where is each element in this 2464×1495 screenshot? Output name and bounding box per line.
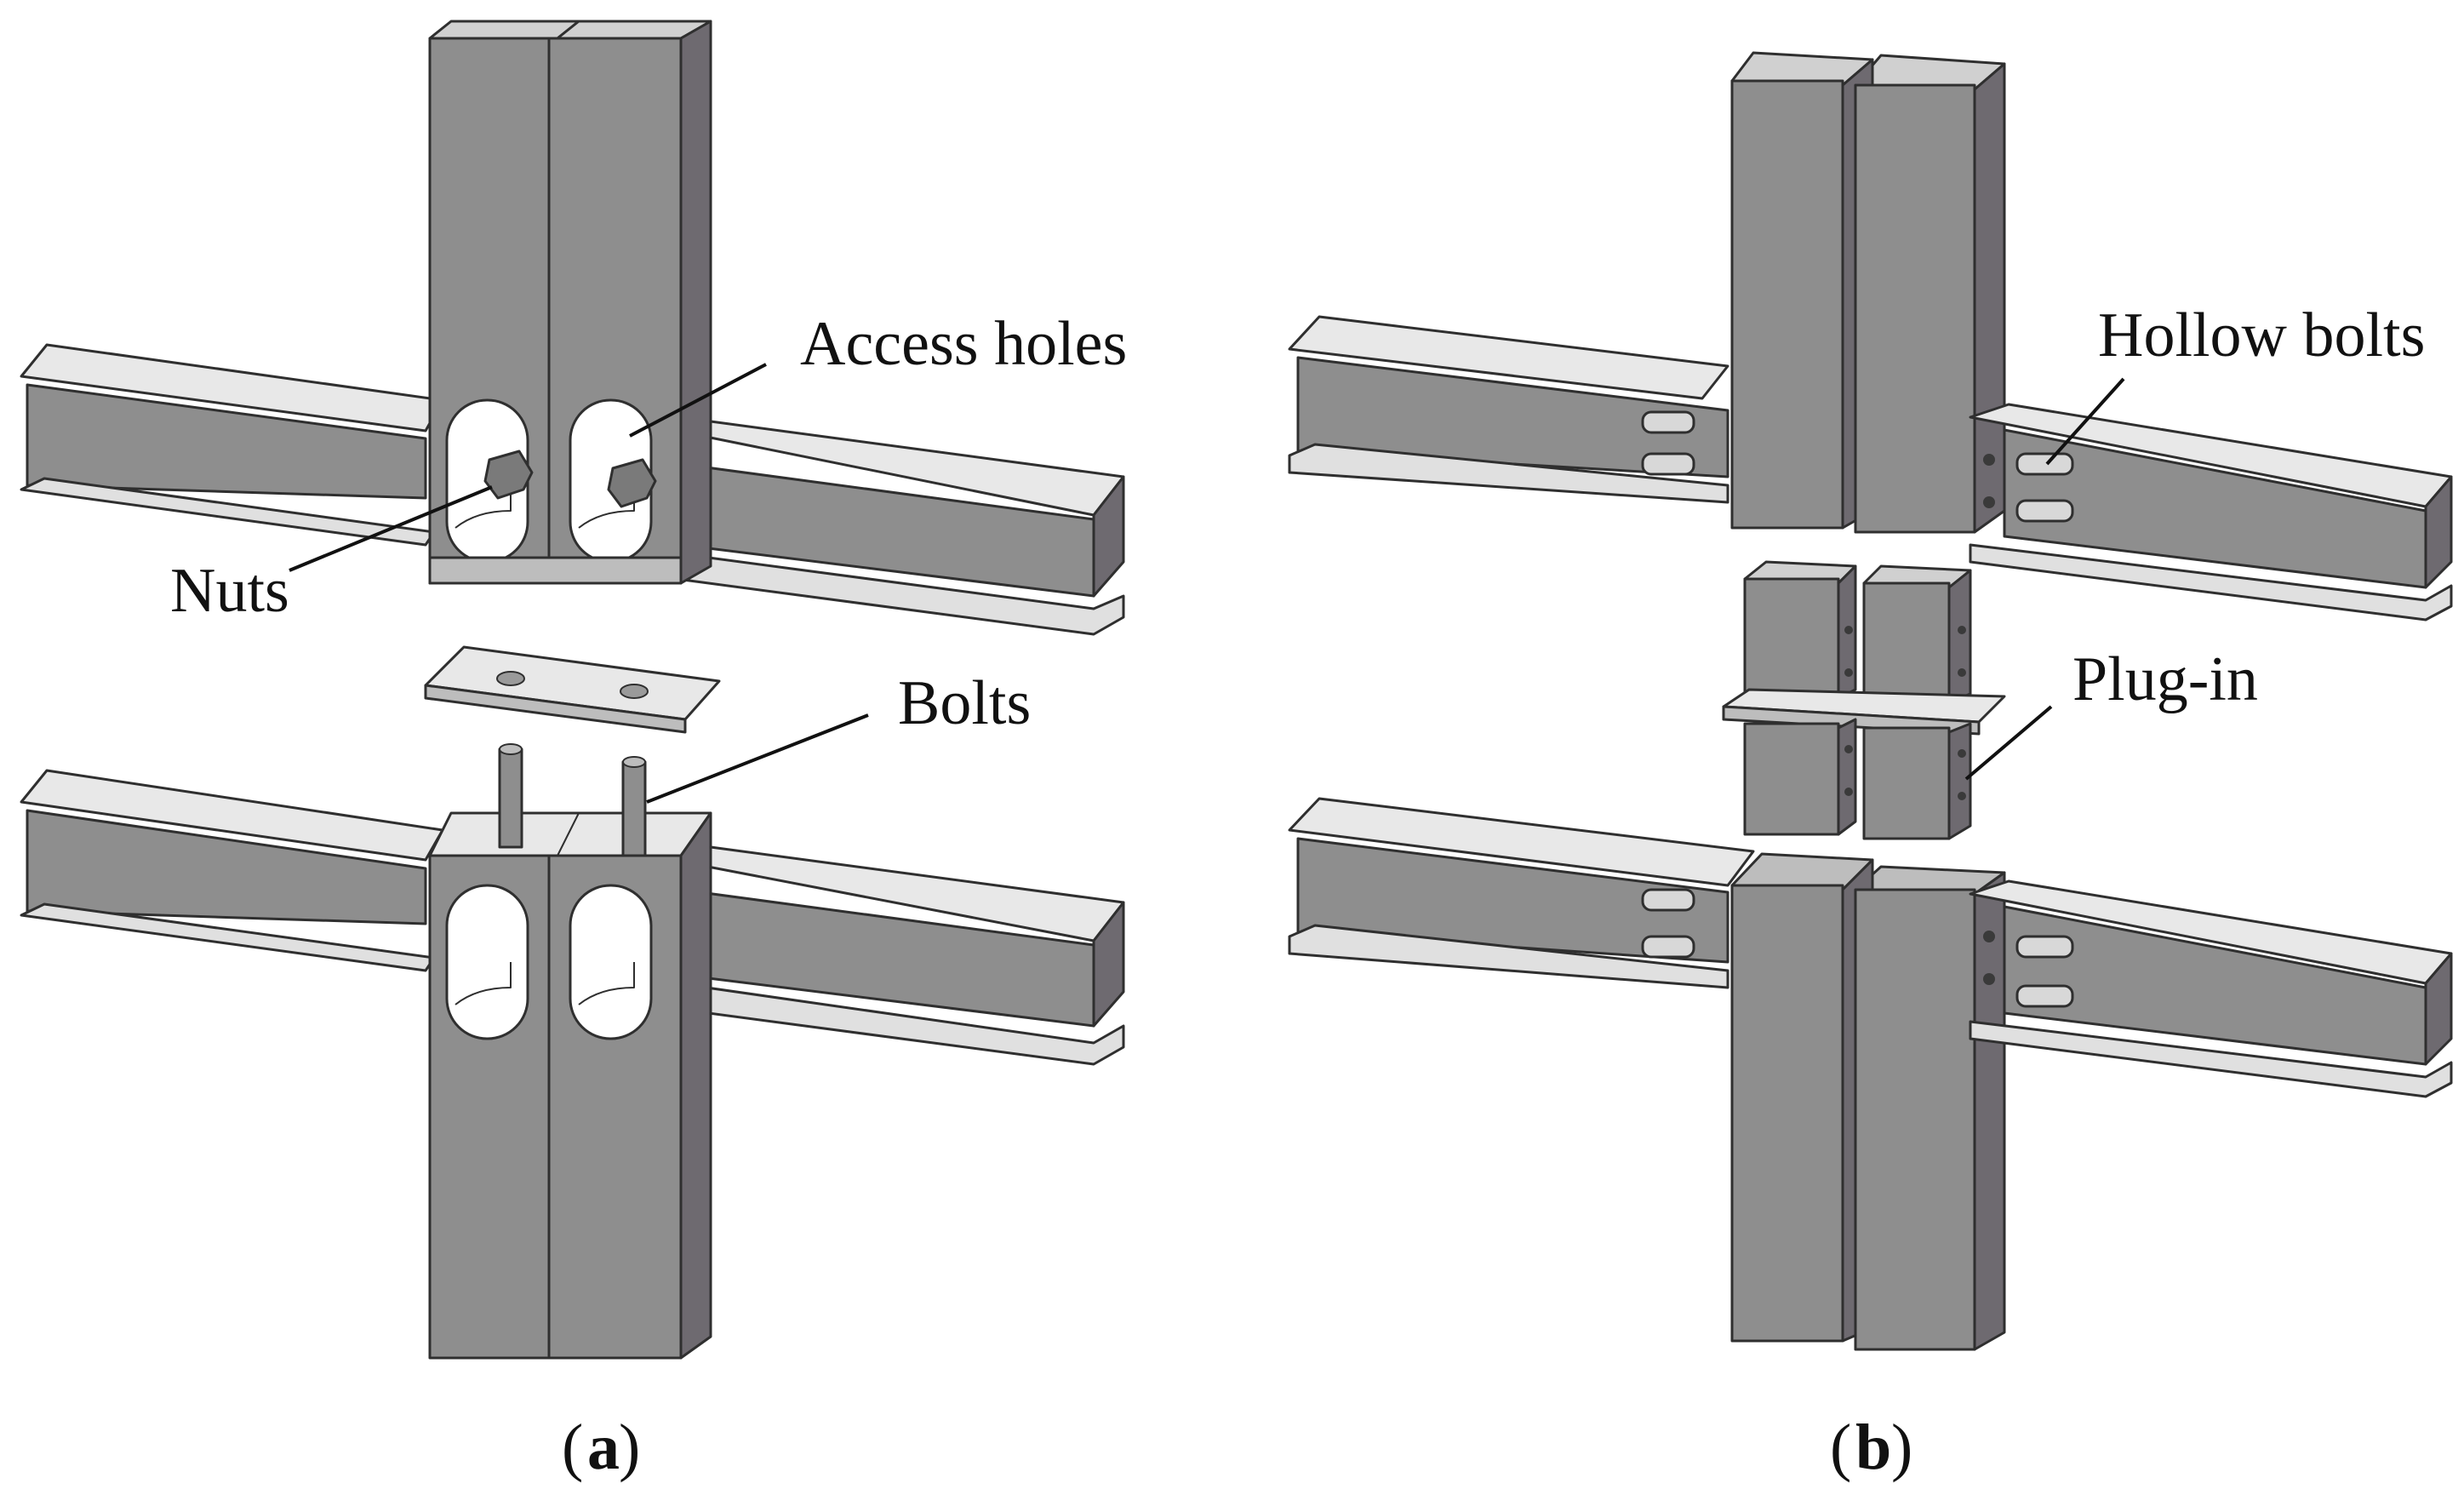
a-nut-right: [607, 458, 657, 508]
a-lower-columns: [428, 743, 712, 1360]
a-upper-columns: [428, 20, 712, 585]
b-hollow-bolt-ul-1: [1641, 410, 1695, 434]
a-nut-left: [483, 450, 534, 500]
a-caption-letter: a: [587, 1412, 620, 1483]
b-upper-right-beam: [1969, 403, 2453, 621]
a-caption-close: ): [619, 1412, 640, 1483]
a-lower-access-hole-right: [569, 884, 653, 1040]
a-upper-right-beam: [671, 420, 1125, 636]
b-hollow-bolt-ll-1: [1641, 888, 1695, 912]
b-caption-letter: b: [1855, 1412, 1891, 1483]
b-label-hollow-bolts: Hollow bolts: [2098, 301, 2425, 370]
b-upper-columns: [1730, 51, 2006, 534]
a-label-bolts: Bolts: [898, 668, 1031, 738]
a-caption-open: (: [562, 1412, 583, 1483]
a-lower-access-hole-left: [445, 884, 529, 1040]
b-hollow-bolt-ul-2: [1641, 452, 1695, 476]
b-label-plug-in: Plug-in: [2072, 644, 2258, 714]
a-leader-nuts: [289, 485, 493, 572]
a-leader-bolts: [646, 713, 869, 804]
a-bolt-right: [621, 760, 647, 857]
b-lower-left-beam: [1288, 797, 1755, 989]
a-lower-left-beam: [20, 769, 444, 972]
a-label-nuts: Nuts: [170, 556, 289, 626]
b-hollow-bolt-ur-2: [2015, 499, 2074, 523]
b-leader-hollow-bolts: [2045, 377, 2125, 466]
a-label-access-holes: Access holes: [800, 309, 1127, 379]
b-lower-columns: [1730, 852, 2006, 1351]
panel-b: Hollow bolts Plug-in ( b ): [1288, 51, 2453, 1483]
b-plug-in: [1722, 560, 2006, 840]
b-lower-right-beam: [1969, 879, 2453, 1098]
b-upper-left-beam: [1288, 315, 1729, 504]
b-leader-plug-in: [1964, 705, 2053, 781]
a-lower-right-beam: [671, 845, 1125, 1066]
b-hollow-bolt-lr-2: [2015, 984, 2074, 1008]
b-hollow-bolt-ur-1: [2015, 452, 2074, 476]
a-leader-access-holes: [629, 363, 767, 438]
a-plate: [424, 645, 721, 734]
a-upper-left-beam: [20, 343, 444, 547]
b-hollow-bolt-ll-2: [1641, 935, 1695, 959]
panel-a: Access holes Nuts Bolts ( a ): [20, 20, 1127, 1483]
b-caption-close: ): [1891, 1412, 1912, 1483]
b-hollow-bolt-lr-1: [2015, 935, 2074, 959]
b-caption-open: (: [1830, 1412, 1851, 1483]
a-bolt-left: [498, 748, 523, 849]
